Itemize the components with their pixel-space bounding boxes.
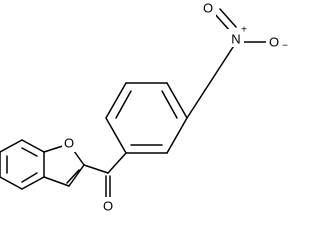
nitro-oxygen-right-charge: −	[282, 41, 288, 52]
ring-oxygen-mask	[62, 134, 77, 152]
benzo-ring-bond	[0, 139, 23, 153]
nitro-double-bond	[213, 12, 231, 32]
phenyl-double-bond	[115, 90, 132, 119]
nitro-nitrogen-charge: +	[241, 25, 247, 36]
chemical-structure-diagram: O O N + O O −	[0, 0, 288, 215]
phenyl-ring-bond	[105, 82, 127, 119]
benzo-ring-bond	[21, 139, 45, 153]
phenyl-ring-bond	[166, 117, 188, 154]
nitro-oxygen-right-mask	[266, 32, 283, 50]
phenyl-ring-bond	[166, 82, 188, 119]
nitro-oxygen-top-label: O	[203, 1, 213, 16]
carbonyl-oxygen-label: O	[103, 199, 113, 214]
phenyl-nitro-bond	[186, 43, 236, 119]
ring-oxygen-label: O	[64, 136, 74, 151]
benzo-ring-bond	[21, 176, 45, 190]
nitro-nitrogen-mask	[227, 29, 244, 47]
furan-double-bond	[66, 169, 80, 184]
furan-ring-bond	[43, 176, 70, 187]
benzo-ring-bond	[0, 176, 23, 190]
phenyl-double-bond	[161, 90, 178, 119]
nitro-oxygen-right-label: O	[269, 35, 279, 50]
benzo-double-bond	[21, 147, 38, 157]
carbonyl-phenyl-bond	[107, 152, 127, 174]
nitro-double-bond	[219, 8, 237, 28]
nitro-nitrogen-label: N	[231, 32, 240, 47]
furan-ring-bond	[68, 164, 85, 187]
phenyl-ring-bond	[105, 117, 127, 154]
benzofuran-carbonyl-bond	[83, 164, 109, 174]
benzo-double-bond	[21, 172, 38, 183]
nitro-oxygen-top-mask	[200, 0, 216, 16]
carbonyl-oxygen-mask	[100, 197, 116, 215]
